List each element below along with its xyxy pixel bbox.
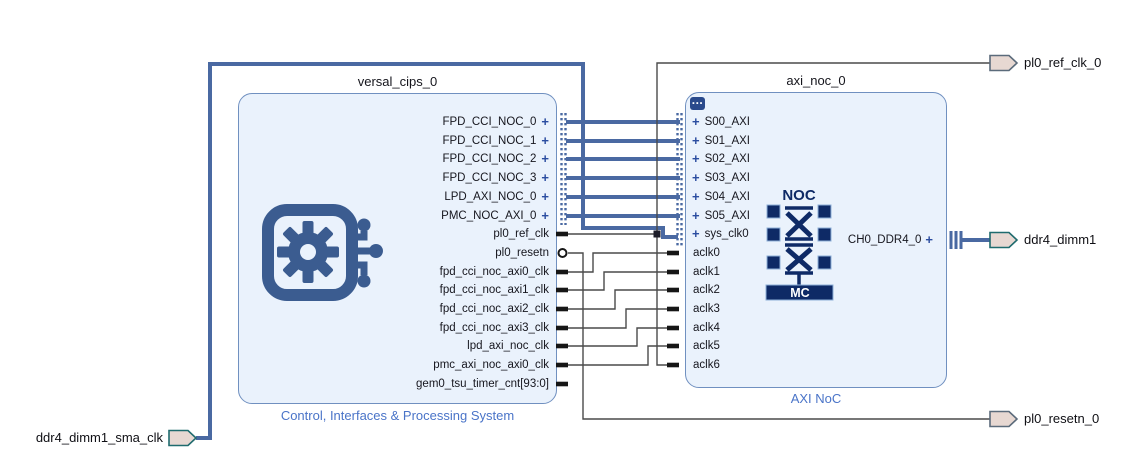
- noc-icon: NOC MC: [765, 187, 834, 301]
- expand-pin-icon[interactable]: +: [541, 170, 549, 185]
- noc-icon-title: NOC: [782, 187, 816, 204]
- expand-pin-icon[interactable]: +: [692, 151, 700, 166]
- pin-aclk3[interactable]: aclk3: [693, 303, 720, 315]
- pin-S03_AXI[interactable]: + S03_AXI: [692, 170, 750, 185]
- pin-CH0_DDR4_0[interactable]: CH0_DDR4_0 +: [847, 232, 933, 247]
- external-port-shape-ddr4-dimm1-sma-clk[interactable]: [168, 429, 198, 447]
- external-port-label-ddr4-dimm1[interactable]: ddr4_dimm1: [1024, 232, 1097, 247]
- net-fpd-cci-noc-axi3-clk[interactable]: [567, 308, 668, 329]
- block-type-axi-noc: AXI NoC: [790, 391, 842, 406]
- net-lpd-axi-noc-clk[interactable]: [567, 327, 668, 347]
- block-title-axi-noc: axi_noc_0: [786, 73, 846, 88]
- pin-FPD_CCI_NOC_3[interactable]: FPD_CCI_NOC_3 +: [442, 170, 549, 185]
- pin-S00_AXI[interactable]: + S00_AXI: [692, 114, 750, 129]
- external-port-label-pl0-ref-clk-0[interactable]: pl0_ref_clk_0: [1024, 55, 1102, 70]
- external-port-label-ddr4-dimm1-sma-clk[interactable]: ddr4_dimm1_sma_clk: [35, 430, 163, 445]
- pin-aclk2[interactable]: aclk2: [693, 284, 720, 296]
- pin-pmc_axi_noc_axi0_clk[interactable]: pmc_axi_noc_axi0_clk: [433, 359, 549, 371]
- external-port-shape-pl0-ref-clk-0[interactable]: [989, 54, 1019, 72]
- pin-fpd_cci_noc_axi1_clk[interactable]: fpd_cci_noc_axi1_clk: [439, 284, 549, 296]
- noc-pin-stubs[interactable]: [667, 250, 679, 368]
- pin-aclk5[interactable]: aclk5: [693, 340, 720, 352]
- block-title-versal-cips: versal_cips_0: [357, 74, 438, 89]
- ch0-ddr4-stub-bars: [949, 231, 963, 249]
- expand-pin-icon[interactable]: +: [541, 114, 549, 129]
- block-axi-noc[interactable]: [685, 92, 947, 388]
- expand-pin-icon[interactable]: +: [692, 133, 700, 148]
- pin-S04_AXI[interactable]: + S04_AXI: [692, 189, 750, 204]
- net-pmc-axi-noc-axi0-clk[interactable]: [567, 345, 668, 366]
- pin-aclk0[interactable]: aclk0: [693, 247, 720, 259]
- pin-fpd_cci_noc_axi3_clk[interactable]: fpd_cci_noc_axi3_clk: [439, 322, 549, 334]
- pin-lpd_axi_noc_clk[interactable]: lpd_axi_noc_clk: [467, 340, 549, 352]
- expand-pin-icon[interactable]: +: [541, 133, 549, 148]
- pin-S01_AXI[interactable]: + S01_AXI: [692, 133, 750, 148]
- interface-stub-columns: [560, 113, 683, 247]
- net-fpd-cci-noc-axi2-clk[interactable]: [567, 289, 668, 310]
- expand-pin-icon[interactable]: +: [541, 208, 549, 223]
- expand-pin-icon[interactable]: +: [692, 208, 700, 223]
- pin-sys_clk0[interactable]: + sys_clk0: [692, 226, 749, 241]
- expand-pin-icon[interactable]: +: [692, 226, 700, 241]
- pl0-resetn-bubble-icon[interactable]: [557, 248, 568, 258]
- external-port-shape-ddr4-dimm1[interactable]: [989, 231, 1019, 249]
- expand-pin-icon[interactable]: +: [692, 170, 700, 185]
- pin-PMC_NOC_AXI_0[interactable]: PMC_NOC_AXI_0 +: [441, 208, 549, 223]
- external-port-shape-pl0-resetn-0[interactable]: [989, 410, 1019, 428]
- cips-pin-stubs[interactable]: [556, 231, 568, 387]
- pin-S02_AXI[interactable]: + S02_AXI: [692, 151, 750, 166]
- net-fpd-cci-noc-axi1-clk[interactable]: [567, 271, 668, 291]
- net-ddr4-dimm1-sma-clk[interactable]: [196, 62, 678, 440]
- hidden-pins-badge[interactable]: ...: [690, 97, 705, 110]
- expand-pin-icon[interactable]: +: [541, 151, 549, 166]
- pin-pl0_resetn[interactable]: pl0_resetn: [495, 247, 549, 259]
- noc-icon-mc-label: MC: [790, 286, 809, 300]
- expand-pin-icon[interactable]: +: [541, 189, 549, 204]
- expand-pin-icon[interactable]: +: [692, 189, 700, 204]
- pin-S05_AXI[interactable]: + S05_AXI: [692, 208, 750, 223]
- pin-aclk4[interactable]: aclk4: [693, 322, 720, 334]
- pin-aclk1[interactable]: aclk1: [693, 266, 720, 278]
- pin-pl0_ref_clk[interactable]: pl0_ref_clk: [493, 228, 549, 240]
- block-type-versal-cips: Control, Interfaces & Processing System: [280, 408, 515, 423]
- expand-pin-icon[interactable]: +: [692, 114, 700, 129]
- pin-gem0_tsu_timer_cnt[interactable]: gem0_tsu_timer_cnt[93:0]: [416, 378, 549, 390]
- pin-aclk6[interactable]: aclk6: [693, 359, 720, 371]
- pin-FPD_CCI_NOC_0[interactable]: FPD_CCI_NOC_0 +: [442, 114, 549, 129]
- net-junction: [653, 230, 661, 238]
- pin-fpd_cci_noc_axi2_clk[interactable]: fpd_cci_noc_axi2_clk: [439, 303, 549, 315]
- pin-LPD_AXI_NOC_0[interactable]: LPD_AXI_NOC_0 +: [444, 189, 549, 204]
- pin-FPD_CCI_NOC_1[interactable]: FPD_CCI_NOC_1 +: [442, 133, 549, 148]
- expand-pin-icon[interactable]: +: [925, 232, 933, 247]
- net-fpd-cci-noc-axi0-clk[interactable]: [567, 252, 668, 273]
- cips-gear-icon: [262, 204, 383, 301]
- net-pl0-resetn[interactable]: [568, 252, 990, 420]
- pin-FPD_CCI_NOC_2[interactable]: FPD_CCI_NOC_2 +: [442, 151, 549, 166]
- external-port-label-pl0-resetn-0[interactable]: pl0_resetn_0: [1024, 411, 1100, 426]
- net-pl0-ref-clk[interactable]: [567, 62, 990, 366]
- pin-fpd_cci_noc_axi0_clk[interactable]: fpd_cci_noc_axi0_clk: [439, 266, 549, 278]
